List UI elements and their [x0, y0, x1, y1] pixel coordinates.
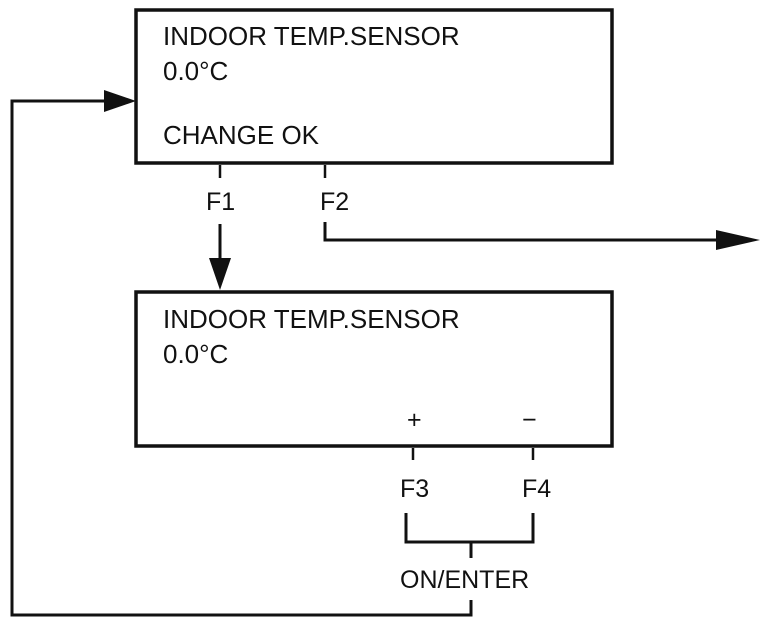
- f4-key-label: F4: [522, 475, 551, 503]
- top-display-box: [134, 8, 614, 165]
- f2-arrow-head: [716, 230, 760, 250]
- top-display-title: INDOOR TEMP.SENSOR: [163, 21, 460, 51]
- f1-key-label: F1: [206, 188, 235, 216]
- f3-key-label: F3: [400, 475, 429, 503]
- f2-key-label: F2: [320, 188, 349, 216]
- f2-arrow-line: [323, 222, 722, 242]
- bottom-display-temperature: 0.0°C: [163, 339, 228, 369]
- return-arrow-head: [104, 90, 136, 112]
- bottom-display-box: [134, 290, 614, 448]
- minus-symbol: −: [522, 406, 537, 434]
- f3-f4-bracket: [404, 513, 535, 544]
- top-display-change-ok: CHANGE OK: [163, 120, 320, 150]
- f1-arrow-head: [209, 258, 231, 290]
- return-loop-line: [10, 99, 473, 617]
- bottom-display-title: INDOOR TEMP.SENSOR: [163, 304, 460, 334]
- plus-symbol: +: [407, 406, 422, 434]
- on-enter-label: ON/ENTER: [400, 566, 529, 594]
- top-display-temperature: 0.0°C: [163, 56, 228, 86]
